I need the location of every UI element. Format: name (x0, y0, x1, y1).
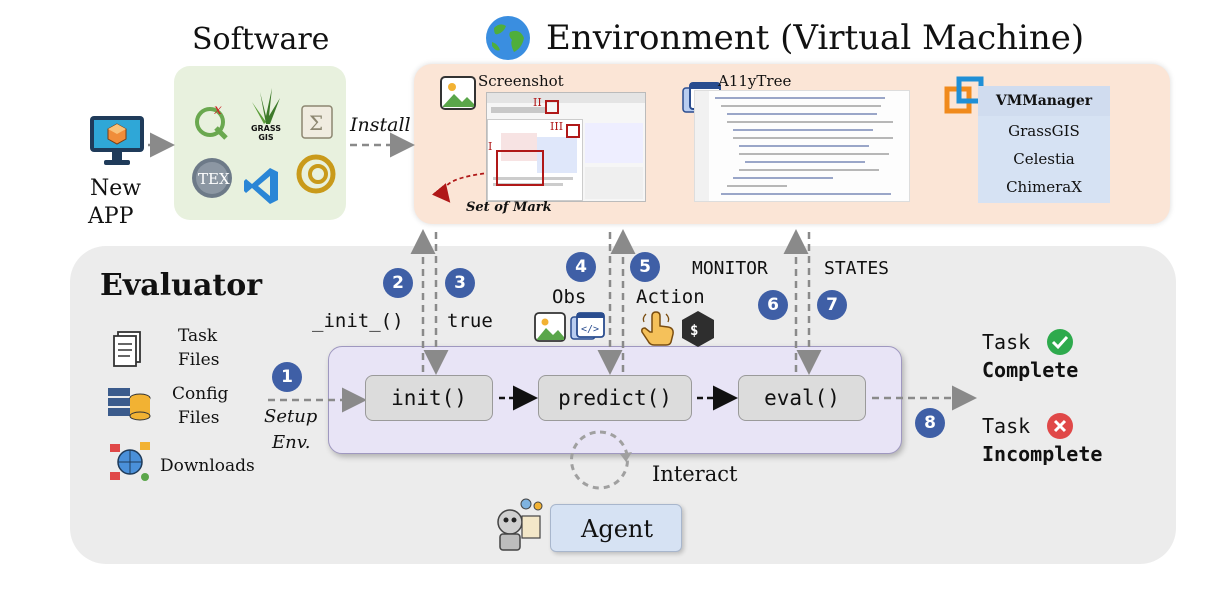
downloads-icon (108, 440, 152, 484)
mark-label-2: II (533, 96, 542, 109)
svg-text:$: $ (690, 323, 698, 339)
mark-label-1: I (488, 140, 493, 153)
downloads-label: Downloads (160, 456, 255, 476)
config-files-label-1: Config (172, 384, 229, 404)
step-badge-4: 4 (566, 252, 596, 282)
step-badge-2: 2 (383, 268, 413, 298)
vm-manager-header: VMManager (978, 86, 1110, 117)
mark-box-1 (496, 150, 544, 186)
svg-text:x: x (214, 102, 222, 118)
database-icon (106, 384, 152, 424)
svg-text:Σ: Σ (309, 111, 323, 135)
interact-label: Interact (652, 462, 738, 486)
init-function-box: init() (365, 375, 493, 421)
setup-env-label-1: Setup (264, 406, 318, 427)
task-incomplete-word: Task (982, 414, 1031, 438)
task-files-label-2: Files (178, 350, 220, 370)
obs-image-icon (534, 312, 566, 342)
setup-env-label-2: Env. (272, 432, 311, 453)
screenshot-label: Screenshot (478, 72, 564, 90)
install-label: Install (350, 114, 411, 136)
mark-label-3: III (550, 120, 564, 133)
mark-box-2 (545, 100, 559, 114)
tex-icon: TEX (190, 156, 234, 200)
check-icon (1046, 328, 1074, 356)
a11ytree-label: A11yTree (718, 72, 792, 90)
a11ytree-code-view (694, 90, 910, 202)
step-badge-6: 6 (758, 290, 788, 320)
mark-box-3 (566, 124, 580, 138)
hand-tap-icon (638, 310, 678, 346)
grass-gis-label: GRASS GIS (250, 124, 282, 142)
sigma-icon: Σ (300, 104, 334, 140)
eval-function-box: eval() (738, 375, 866, 421)
image-icon (440, 76, 476, 110)
incomplete-label: Incomplete (982, 442, 1103, 466)
vm-item-chimerax[interactable]: ChimeraX (978, 172, 1110, 203)
document-icon (110, 330, 144, 370)
init-return-label: true (447, 310, 493, 332)
svg-text:TEX: TEX (198, 170, 230, 188)
vscode-icon (244, 166, 280, 206)
predict-function-box: predict() (538, 375, 692, 421)
task-complete-word: Task (982, 330, 1031, 354)
action-label: Action (636, 286, 705, 308)
environment-title: Environment (Virtual Machine) (546, 18, 1085, 58)
vm-manager-list: VMManager GrassGIS Celestia ChimeraX (978, 86, 1110, 204)
obs-label: Obs (552, 286, 587, 308)
obs-code-icon: </> (570, 312, 606, 342)
step-badge-1: 1 (272, 362, 302, 392)
agent-robot-icon (490, 496, 548, 552)
evaluator-title: Evaluator (100, 268, 263, 303)
qgis-icon: x (192, 100, 232, 140)
vm-item-grassgis[interactable]: GrassGIS (978, 116, 1110, 147)
agent-label: Agent (581, 515, 653, 543)
step-badge-3: 3 (445, 268, 475, 298)
software-title: Software (192, 22, 330, 57)
step-badge-8: 8 (915, 408, 945, 438)
agent-box: Agent (550, 504, 682, 552)
chimerax-icon (296, 154, 336, 194)
set-of-mark-label: Set of Mark (466, 200, 552, 215)
new-app-label-2: APP (88, 204, 134, 229)
init-call-label: _init_() (312, 310, 404, 332)
step-badge-5: 5 (630, 252, 660, 282)
new-app-label-1: New (90, 176, 142, 201)
step-badge-7: 7 (817, 290, 847, 320)
cross-icon (1046, 412, 1074, 440)
screenshot-thumbnail (486, 92, 646, 202)
config-files-label-2: Files (178, 408, 220, 428)
svg-text:</>: </> (581, 324, 599, 335)
set-of-mark-arrow (431, 171, 499, 203)
complete-label: Complete (982, 358, 1079, 382)
globe-icon (484, 14, 532, 62)
interact-loop-head (620, 452, 632, 462)
interact-loop (570, 430, 629, 490)
monitor-label: MONITOR (692, 258, 768, 279)
terminal-icon: $ (680, 310, 716, 348)
task-files-label-1: Task (178, 326, 218, 346)
grass-gis-icon: GRASS GIS (242, 86, 290, 142)
states-label: STATES (824, 258, 890, 279)
monitor-icon (88, 112, 146, 168)
vm-item-celestia[interactable]: Celestia (978, 144, 1110, 175)
